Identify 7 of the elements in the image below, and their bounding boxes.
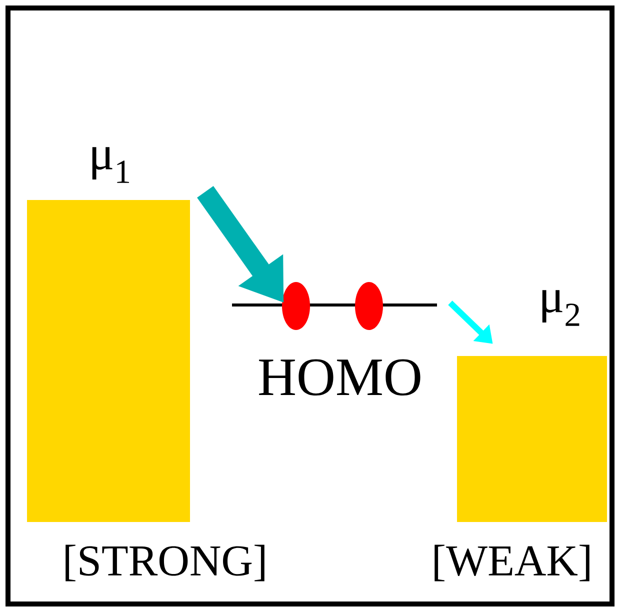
energy-bar	[27, 200, 190, 522]
level-label: HOMO	[259, 359, 420, 396]
energy-bar	[457, 356, 607, 522]
bar-caption: [WEAK]	[434, 544, 590, 582]
potential-label: μ$_{1}$	[92, 147, 129, 183]
bar-caption: [STRONG]	[66, 544, 264, 582]
potential-label: μ$_{2}$	[542, 290, 580, 326]
